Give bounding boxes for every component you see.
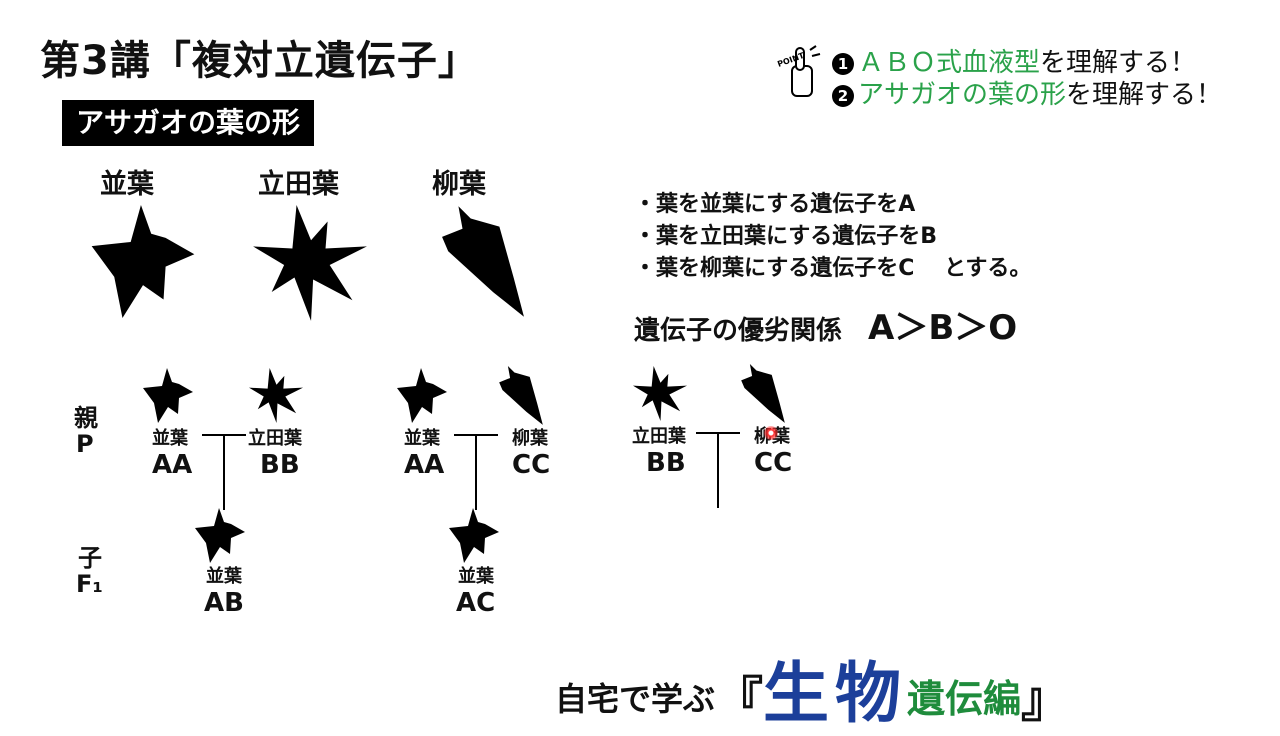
cross1-child-genotype: AB [204,588,244,618]
cross2-child-genotype: AC [456,588,495,618]
nami-leaf-icon [88,205,198,320]
yanagi-leaf-icon [740,364,786,424]
cross1-parent2-genotype: BB [260,450,300,480]
point-text: を理解する！ [1066,80,1222,110]
cross2-parent1-name: 並葉 [404,424,440,450]
number-badge: 1 [832,53,854,75]
nami-leaf-icon [392,368,452,424]
nami-leaf-icon [190,508,250,564]
pointing-hand-icon: POINT [776,44,826,104]
dominance-label: 遺伝子の優劣関係 [634,316,842,346]
rule-a: ・葉を並葉にする遺伝子をA [634,186,915,218]
tatsuta-leaf-icon [244,368,308,424]
cross3-parent2-genotype: CC [754,448,792,478]
brand-main: 生物 [763,655,907,732]
cross1-parent1-genotype: AA [152,450,192,480]
cross2-descent-line [475,434,477,510]
child-label-ja: 子 [78,538,102,573]
tatsuta-leaf-icon [252,205,368,323]
brand-sub: 遺伝編 [907,677,1021,721]
series-brand: 自宅で学ぶ『生物遺伝編』 [555,640,1069,736]
cross3-parent1-genotype: BB [646,448,686,478]
cross2-child-name: 並葉 [458,562,494,588]
section-label: アサガオの葉の形 [62,100,314,146]
tatsuta-leaf-icon [628,366,692,422]
rule-b: ・葉を立田葉にする遺伝子をB [634,218,937,250]
cross2-parent2-name: 柳葉 [512,424,548,450]
child-label-f1: F₁ [76,570,103,598]
yanagi-leaf-icon [440,205,526,320]
point-highlight: アサガオの葉の形 [858,80,1066,110]
cross1-descent-line [223,434,225,510]
cross1-parent1-name: 並葉 [152,424,188,450]
leaf-type-nami-label: 並葉 [100,162,154,201]
page-title: 第3講「複対立遺伝子」 [40,28,479,86]
dominance-order: A＞B＞O [868,308,1017,348]
leaf-type-tatsuta-label: 立田葉 [258,162,339,201]
nami-leaf-icon [444,508,504,564]
nami-leaf-icon [138,368,198,424]
leaf-type-yanagi-label: 柳葉 [432,162,486,201]
cross1-child-name: 並葉 [206,562,242,588]
cross2-parent1-genotype: AA [404,450,444,480]
parent-label-p: P [76,430,94,458]
dominance-relation: 遺伝子の優劣関係 A＞B＞O [634,300,1017,349]
cross3-descent-line [717,432,719,508]
brand-prefix: 自宅で学ぶ [555,680,715,718]
cross3-parent1-name: 立田葉 [632,422,686,448]
yanagi-leaf-icon [498,366,544,426]
mouse-cursor-highlight [764,426,778,440]
rule-c: ・葉を柳葉にする遺伝子をC とする。 [634,250,1031,282]
cross2-parent2-genotype: CC [512,450,550,480]
parent-label-ja: 親 [74,398,98,433]
cross1-parent2-name: 立田葉 [248,424,302,450]
number-badge: 2 [832,85,854,107]
